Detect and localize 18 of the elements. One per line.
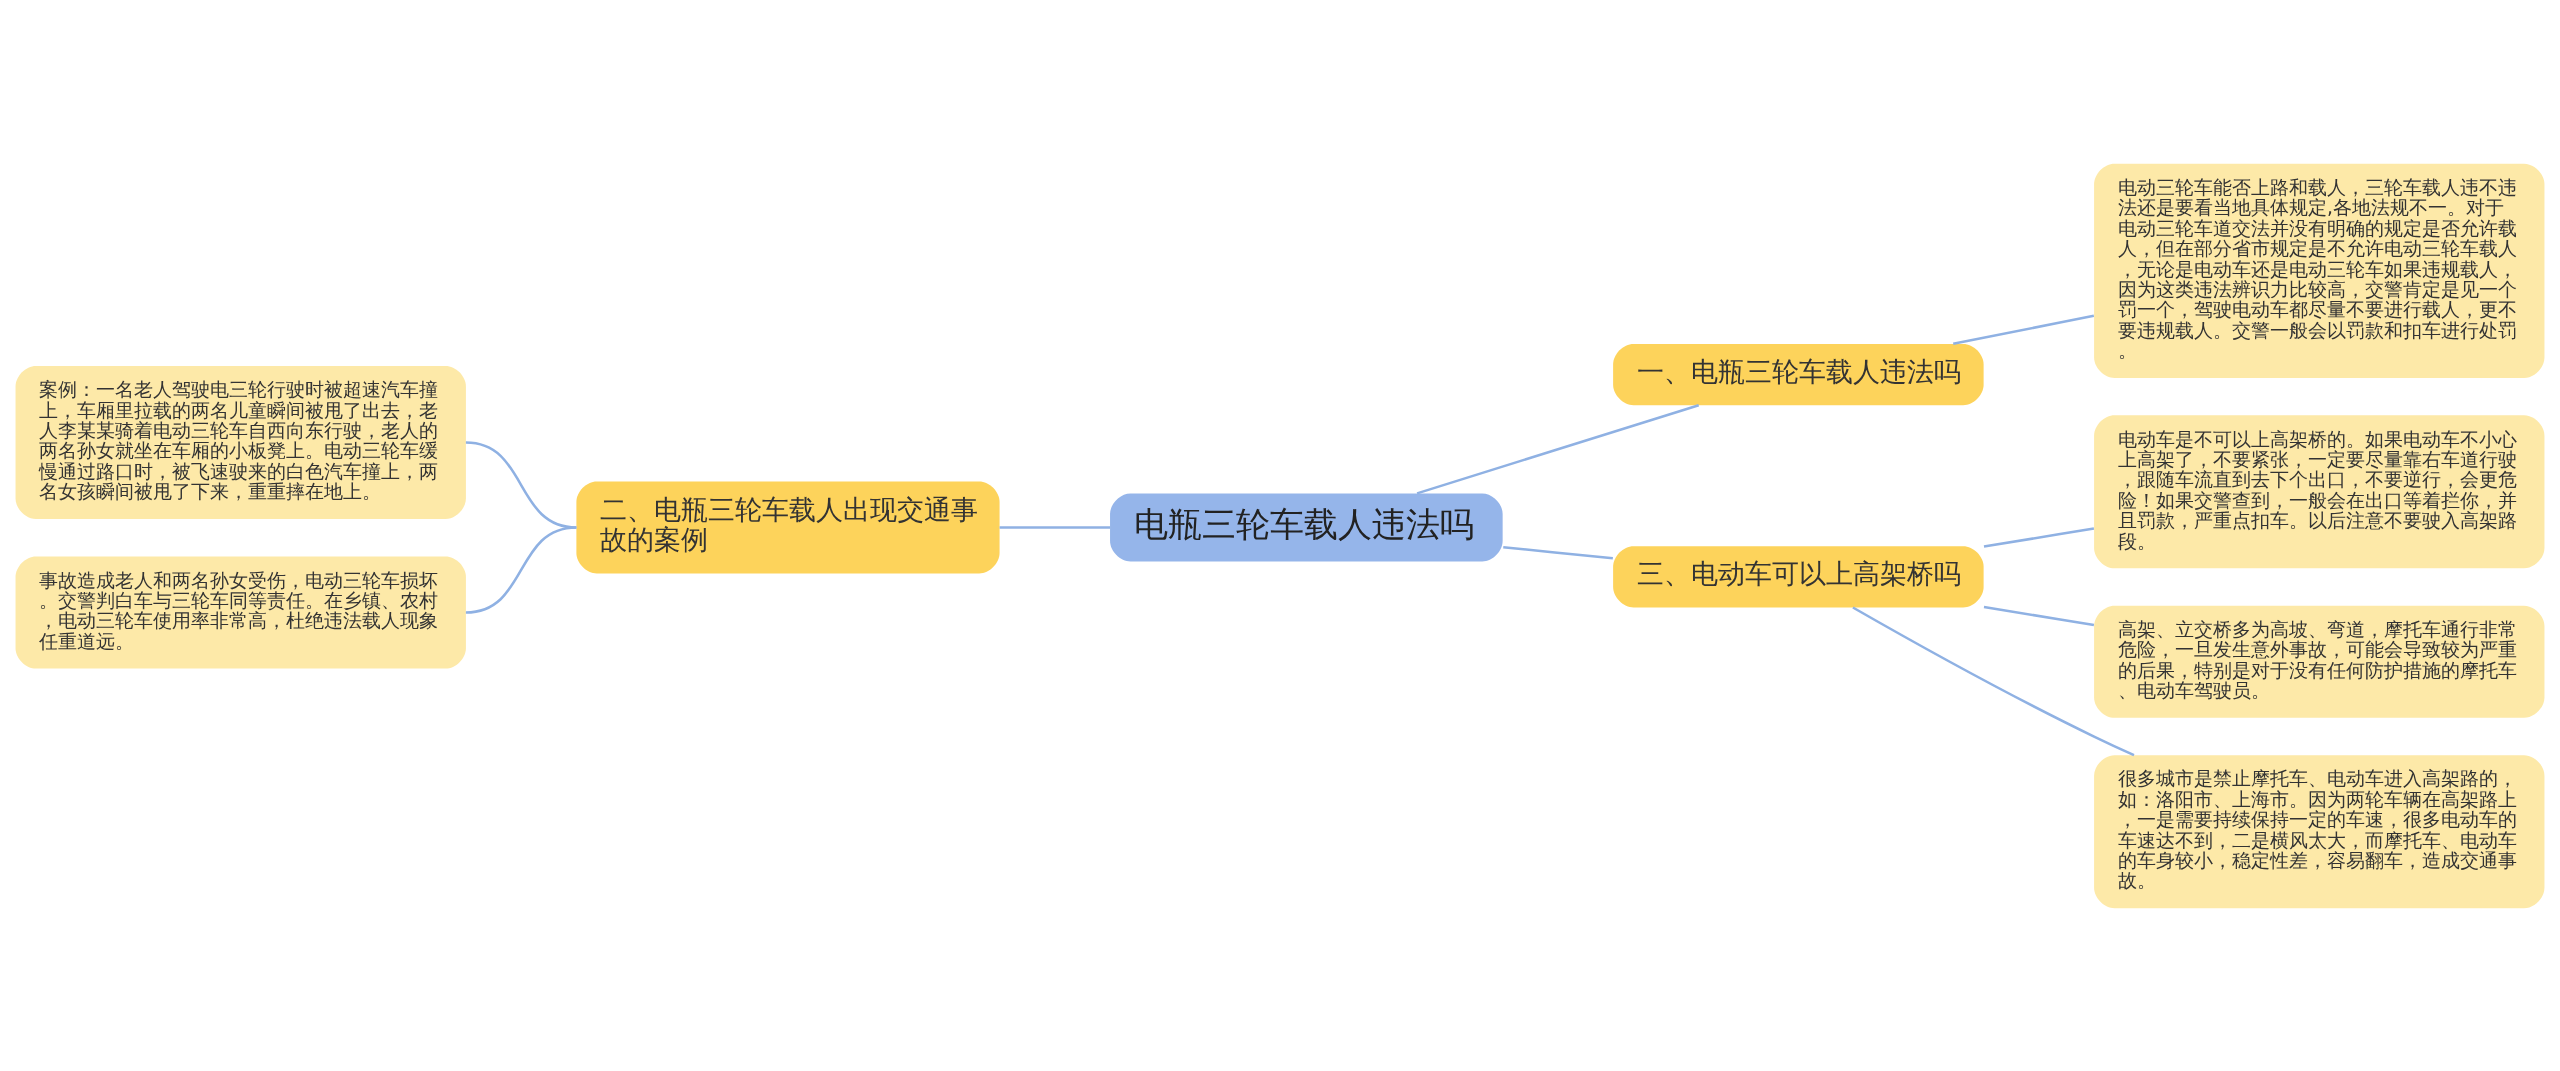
node-box: 案例：一名老人驾驶电三轮行驶时被超速汽车撞上，车厢里拉载的两名儿童瞬间被甩了出去，老人李某某骑着电动三轮车自西向东行驶，老人的两名孙女就坐在车厢的小板凳上。电动三轮车缓慢通过路口时，被飞速驶来的白色汽车撞上，两名女孩瞬间被甩了下来，重重摔在地上。: [15, 365, 466, 519]
connector: [1983, 605, 2095, 626]
node-box: 电动三轮车能否上路和载人，三轮车载人违不违法还是要看当地具体规定,各地法规不一。对于电动三轮车道交法并没有明确的规定是否允许载人，但在部分省市规定是不允许电动三轮车载人，无论是电动车还是电动三轮车如果违规载人，因为这类违法辨识力比较高，交警肯定是见一个罚一个，驾驶电动车都尽量不要进行载人，更不要违规载人。交警一般会以罚款和扣车进行处罚。: [2094, 163, 2545, 378]
node-box: 很多城市是禁止摩托车、电动车进入高架路的，如：洛阳市、上海市。因为两轮车辆在高架路上，一是需要持续保持一定的车速，很多电动车的车速达不到，二是横风太大，而摩托车、电动车的车身较小，稳定性差，容易翻车，造成交通事故。: [2094, 754, 2545, 908]
node-box: 一、电瓶三轮车载人违法吗: [1613, 343, 1984, 405]
connector: [999, 525, 1111, 529]
connector: [1952, 313, 2095, 345]
connector: [1416, 403, 1700, 495]
node-box: 电动车是不可以上高架桥的。如果电动车不小心上高架了，不要紧张，一定要尽量靠右车道行驶，跟随车流直到去下个出口，不要逆行，会更危险！如果交警查到，一般会在出口等着拦你，并且罚款，严重点扣车。以后注意不要驶入高架路段。: [2094, 414, 2545, 568]
connector: [1852, 605, 2135, 756]
connector: [1983, 526, 2095, 548]
node-box: 事故造成老人和两名孙女受伤，电动三轮车损坏。交警判白车与三轮车同等责任。在乡镇、农村，电动三轮车使用率非常高，杜绝违法载人现象任重道远。: [15, 555, 466, 669]
node-box: 二、电瓶三轮车载人出现交通事故的案例: [576, 481, 1000, 573]
node-box: 三、电动车可以上高架桥吗: [1613, 545, 1984, 607]
node-box: 电瓶三轮车载人违法吗: [1110, 493, 1503, 561]
connector: [1503, 545, 1613, 559]
node-box: 高架、立交桥多为高坡、弯道，摩托车通行非常危险，一旦发生意外事故，可能会导致较为严重的后果，特别是对于没有任何防护措施的摩托车、电动车驾驶员。: [2094, 605, 2545, 718]
connector: [465, 525, 577, 614]
